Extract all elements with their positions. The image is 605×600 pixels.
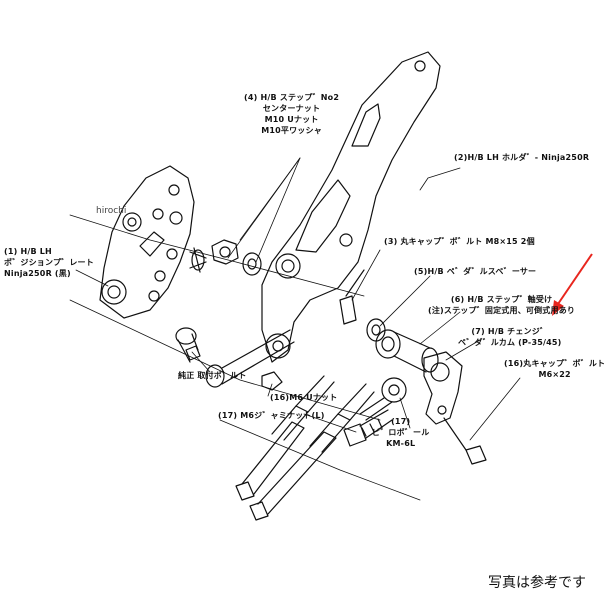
label-part-7-line: (7) H/B チェンジ゛ (471, 327, 549, 336)
label-part-4-line: (4) H/B ステップ゛No2 (244, 93, 340, 102)
m6x22-bolt (443, 417, 487, 465)
m6-u-nut (261, 371, 283, 391)
label-oem-bolt: 純正 取付ボ゛ルト (178, 371, 247, 380)
label-part-4-line: M10平ワッシャ (261, 126, 322, 135)
leader-lines (69, 157, 521, 501)
label-part-17-pillow-ball-line: (17) (391, 417, 411, 426)
label-part-17-pillow-ball-line: ピ゛ロボ゛ール (372, 428, 430, 437)
label-part-6-line: (6) H/B ステップ゛軸受け (450, 295, 553, 304)
label-part-16-bolt: (16)丸キャップ゛ボ゛ルト M6×22 (504, 358, 605, 380)
position-plate (99, 165, 195, 319)
label-part-4-line: センターナット (262, 104, 321, 113)
label-part-7: (7) H/B チェンジ゛ ペ゛ダ゛ルカム (P-35/45) (458, 326, 562, 348)
label-part-5: (5)H/B ペ゛ダ゛ルスペ゛ーサー (414, 267, 537, 276)
label-part-16-bolt-line: (16)丸キャップ゛ボ゛ルト (504, 359, 605, 368)
holder-bracket (261, 51, 441, 363)
center-nut-washer (189, 239, 262, 276)
step-bearing (375, 329, 439, 373)
label-part-17-pillow-ball-line: KM-6L (386, 439, 416, 448)
reference-photo-caption: 写真は参考です (488, 575, 586, 591)
oem-bolt (175, 327, 201, 363)
label-part-4-line: M10 Uナット (264, 115, 319, 124)
highlight-arrow (552, 253, 593, 316)
label-part-1: (1) H/B LH ポ゛ジションプ゛レート Ninja250R (黒) (4, 246, 94, 279)
label-part-16-bolt-line: M6×22 (538, 370, 571, 379)
label-part-1-line: Ninja250R (黒) (4, 269, 71, 278)
label-part-16-nut: (16)M6 Uナット (270, 393, 338, 402)
label-part-6-line: (注)ステップ゛固定式用、可倒式用あり (428, 306, 576, 315)
watermark-text: hirochi (96, 206, 127, 216)
label-part-6: (6) H/B ステップ゛軸受け (注)ステップ゛固定式用、可倒式用あり (428, 294, 575, 316)
label-part-4: (4) H/B ステップ゛No2 センターナット M10 Uナット M10平ワッ… (244, 92, 339, 136)
label-part-17-pillow-ball: (17) ピ゛ロボ゛ール KM-6L (372, 416, 429, 449)
pedal-spacer (366, 318, 386, 342)
pillow-ball (359, 377, 407, 421)
label-part-1-line: ポ゛ジションプ゛レート (4, 258, 94, 267)
label-part-17-jam-nut: (17) M6ジ゛ャミナット(L) (218, 411, 325, 420)
change-pedal-cam (423, 351, 463, 425)
label-part-2: (2)H/B LH ホルダ゛- Ninja250R (454, 153, 590, 162)
label-part-3: (3) 丸キャップ゛ボ゛ルト M8×15 2個 (384, 237, 535, 246)
label-part-1-line: (1) H/B LH (4, 247, 52, 256)
label-part-7-line: ペ゛ダ゛ルカム (P-35/45) (458, 338, 562, 347)
rod-ends (235, 375, 375, 521)
